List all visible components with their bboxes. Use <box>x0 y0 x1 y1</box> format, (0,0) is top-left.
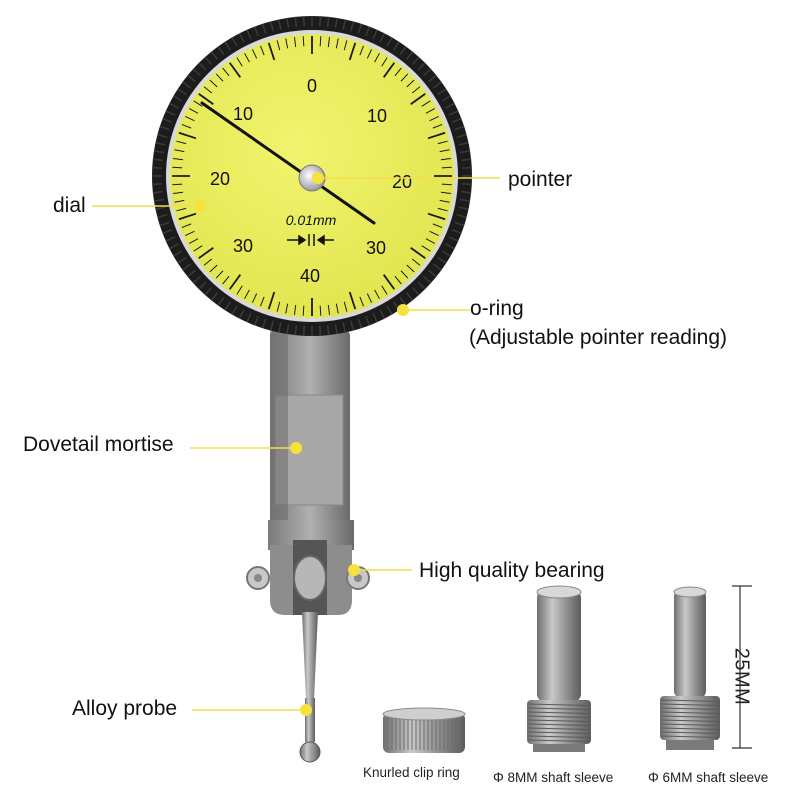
dovetail-marker-dot <box>290 442 302 454</box>
probe-marker-dot <box>300 704 312 716</box>
unit-arrows <box>287 234 334 246</box>
label-probe: Alloy probe <box>72 697 178 720</box>
bezel-knurling <box>152 16 472 336</box>
label-bearing: High quality bearing <box>419 559 605 582</box>
bearing-screws <box>246 555 370 601</box>
label-clip-ring: Knurled clip ring <box>363 765 460 780</box>
dimension-bracket <box>732 585 752 749</box>
dial-unit-text: 0.01mm <box>286 212 337 228</box>
pointer-marker-dot <box>312 172 324 184</box>
label-pointer: pointer <box>508 168 573 191</box>
dial-number-right-30: 30 <box>366 238 386 258</box>
dial-number-right-10: 10 <box>367 106 387 126</box>
shaft-sleeve-6mm <box>660 586 720 750</box>
label-oring: o-ring <box>470 297 524 320</box>
dial-marker-dot <box>194 200 206 212</box>
dial-number-0: 0 <box>307 76 317 96</box>
dial-number-right-20: 20 <box>392 172 412 192</box>
label-sleeve-6mm: Φ 6MM shaft sleeve <box>648 770 769 785</box>
dimension-label: 25MM <box>730 647 753 706</box>
alloy-probe <box>299 612 321 763</box>
label-dovetail: Dovetail mortise <box>23 433 174 456</box>
oring-marker-dot <box>397 304 409 316</box>
dial-number-left-10: 10 <box>233 104 253 124</box>
knurled-clip-ring <box>382 707 466 753</box>
indicator-stem <box>270 330 350 540</box>
label-oring-detail: (Adjustable pointer reading) <box>469 326 727 349</box>
dial-number-left-20: 20 <box>210 169 230 189</box>
dial-number-left-30: 30 <box>233 236 253 256</box>
shaft-sleeve-8mm <box>527 585 591 752</box>
bearing-marker-dot <box>348 564 360 576</box>
dial-ticks <box>172 36 452 316</box>
label-dial: dial <box>53 194 86 217</box>
dial-number-40: 40 <box>300 266 320 286</box>
label-sleeve-8mm: Φ 8MM shaft sleeve <box>493 770 614 785</box>
